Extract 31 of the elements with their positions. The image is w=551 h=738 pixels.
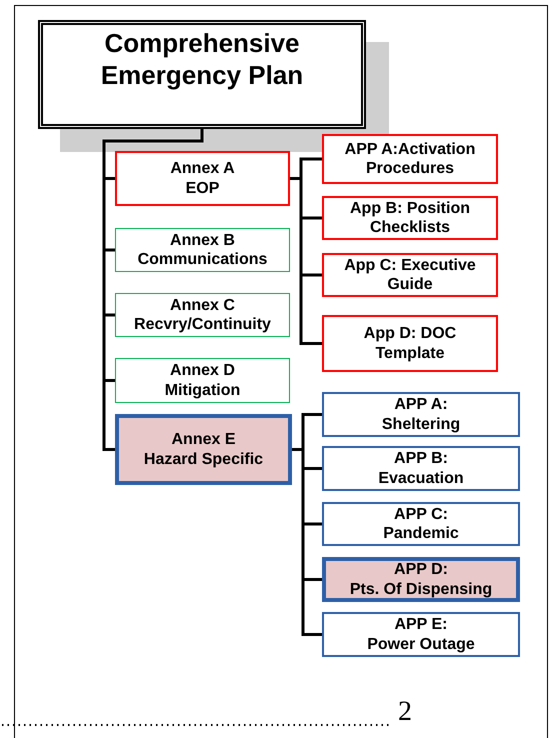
title-box [38,20,366,129]
box-label: Annex D Mitigation [164,361,240,400]
box-label: Annex B Communications [138,230,268,270]
highlighted-box [322,557,520,602]
appendix-box [322,612,520,657]
appendix-box [322,392,520,437]
annex-box [115,358,290,403]
box-label: App D: DOC Template [364,324,456,363]
annex-box [322,196,498,240]
appendix-box [322,446,520,491]
highlighted-box [115,414,292,485]
annex-box [115,293,290,337]
annex-box [322,134,498,184]
annex-box [322,253,498,297]
box-label: App B: Position Checklists [350,198,470,238]
annex-box [322,315,498,372]
box-label: APP A:Activation Procedures [344,140,476,178]
box-label: App C: Executive Guide [344,256,476,294]
box-label: APP B: Evacuation [378,449,464,488]
box-label: Annex A EOP [170,159,235,198]
box-label: APP E: Power Outage [367,615,475,654]
appendix-box [322,502,520,546]
box-label: APP D: Pts. Of Dispensing [350,560,492,599]
page-number: 2 [398,698,412,726]
annex-box [115,228,290,272]
box-label: Annex E Hazard Specific [144,430,264,469]
box-label: APP A: Sheltering [382,395,460,434]
box-label: Comprehensive Emergency Plan [100,28,304,91]
box-label: APP C: Pandemic [383,504,459,544]
box-label: Annex C Recvry/Continuity [134,296,271,334]
annex-box [115,151,290,206]
